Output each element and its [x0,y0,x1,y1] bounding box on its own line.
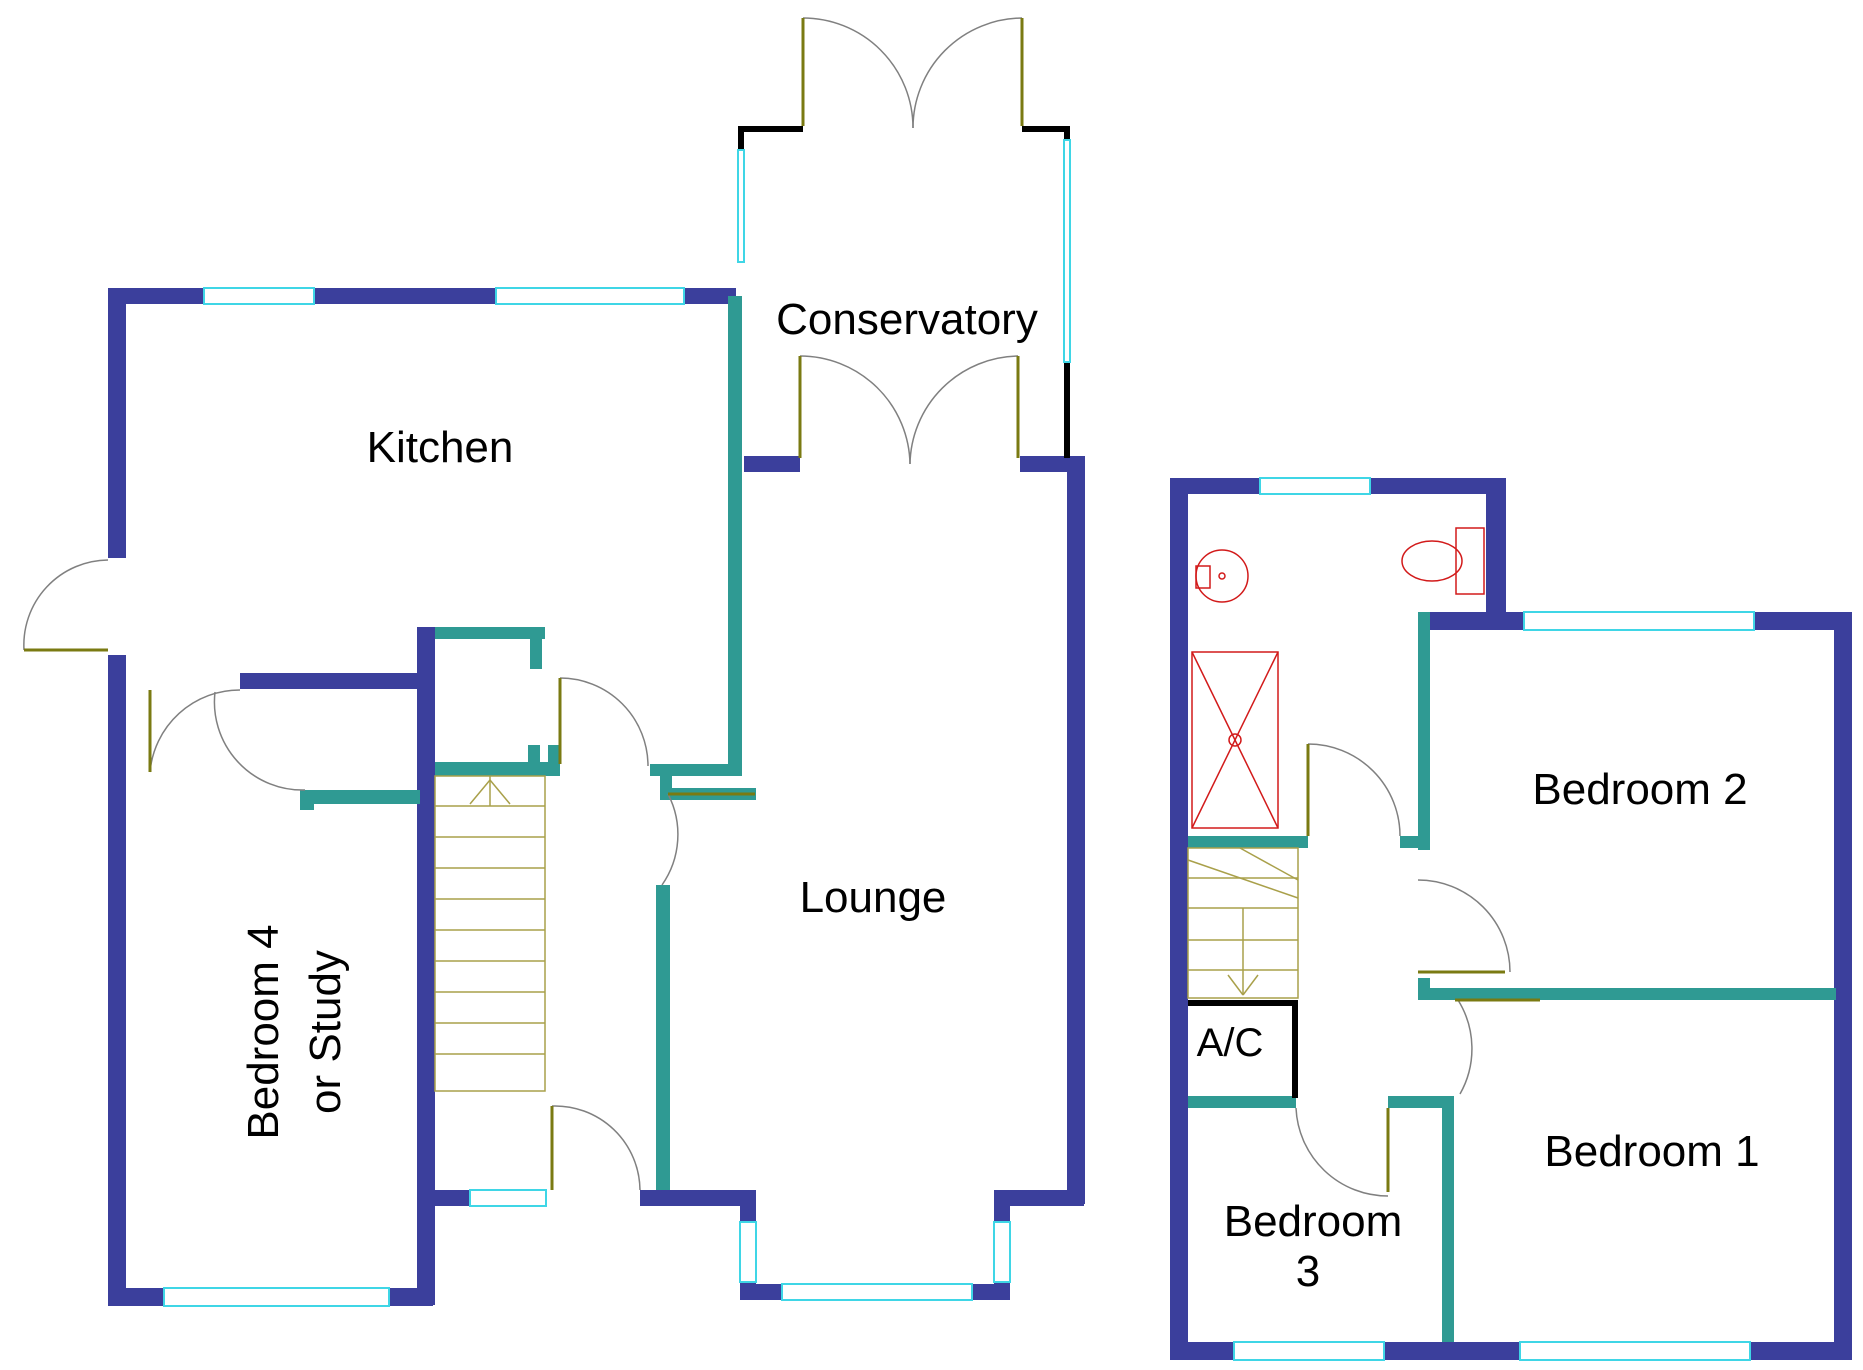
bedroom2-label: Bedroom 2 [1532,765,1747,814]
first-windows [1233,477,1755,1361]
ground-stairs [434,775,546,1092]
first-doors [1295,743,1540,1197]
ground-doors [23,17,1024,1191]
first-internal-walls [1188,612,1836,1342]
bedroom4-label-line1: Bedroom 4 [239,924,288,1139]
lounge-label: Lounge [800,873,947,922]
bathroom-fixtures [1191,527,1485,829]
ground-external-walls [108,288,1085,1306]
bedroom4-label: Bedroom 4 or Study [239,924,350,1139]
toilet-icon [1401,527,1485,595]
ground-internal-walls [300,296,756,1190]
bedroom4-label-line2: or Study [301,950,350,1114]
ground-windows [163,139,1071,1307]
bedroom3-label-line1: Bedroom [1224,1197,1403,1246]
kitchen-label: Kitchen [367,423,514,472]
first-floor: Bedroom 2 Bedroom 1 Bedroom 3 A/C [1170,477,1852,1361]
ac-label: A/C [1197,1021,1264,1065]
conservatory-label: Conservatory [776,295,1038,344]
bedroom3-label-line2: 3 [1296,1247,1320,1296]
ground-floor: Kitchen Conservatory Lounge Bedroom 4 or… [23,17,1085,1307]
conservatory-walls [738,126,1070,458]
ac-cupboard-walls [1188,1000,1298,1098]
bedroom1-label: Bedroom 1 [1544,1127,1759,1176]
basin-icon [1195,549,1249,603]
shower-tray-icon [1191,651,1279,829]
first-stairs [1187,847,1299,999]
